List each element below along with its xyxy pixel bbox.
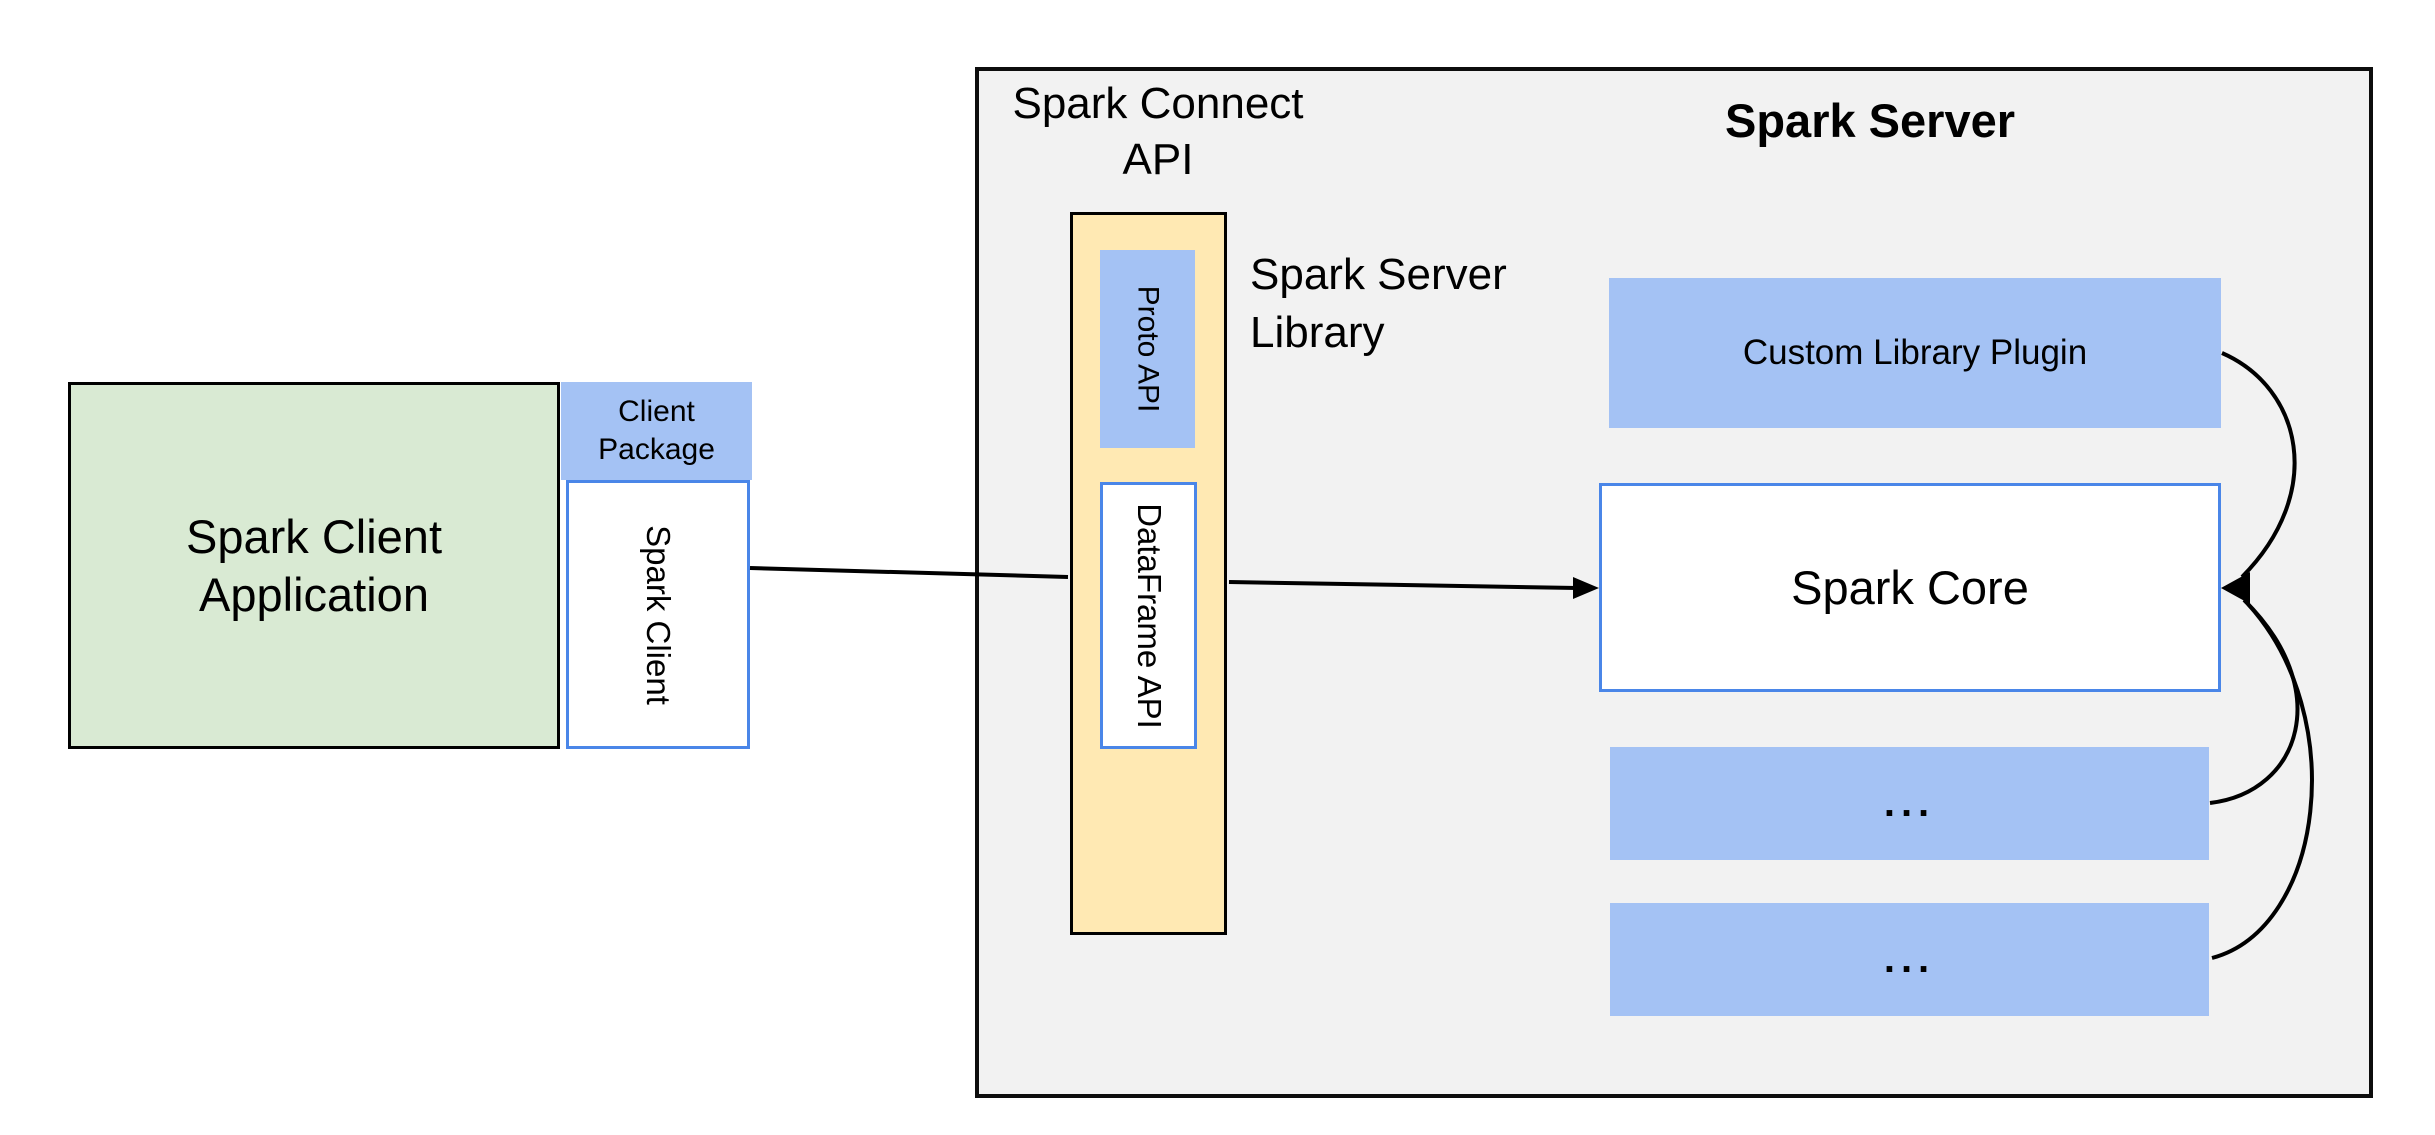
spark-core-label: Spark Core bbox=[1791, 561, 2029, 614]
client-package-label-line1: Client bbox=[618, 395, 695, 428]
custom-library-plugin-box: Custom Library Plugin bbox=[1609, 278, 2221, 428]
plugin-slot-1-box: ... bbox=[1610, 747, 2209, 860]
plugin-slot-1-label: ... bbox=[1883, 781, 1936, 825]
spark-connect-api-title-line2: API bbox=[1122, 135, 1194, 184]
spark-server-library-label-line2: Library bbox=[1250, 308, 1385, 357]
spark-server-library-label: Spark Server Library bbox=[1250, 246, 1610, 362]
client-package-box: Client Package bbox=[561, 382, 752, 480]
spark-connect-api-title-line1: Spark Connect bbox=[1012, 79, 1304, 128]
proto-api-label: Proto API bbox=[1131, 285, 1165, 413]
plugin-slot-2-box: ... bbox=[1610, 903, 2209, 1016]
spark-client-application-label-line2: Application bbox=[199, 567, 429, 621]
spark-connect-api-title: Spark Connect API bbox=[978, 76, 1338, 188]
spark-client-application-label-line1: Spark Client bbox=[186, 509, 442, 563]
spark-client-application-label: Spark Client Application bbox=[186, 508, 442, 624]
client-package-label-line2: Package bbox=[598, 433, 715, 466]
dataframe-api-box: DataFrame API bbox=[1100, 482, 1197, 749]
custom-library-plugin-label: Custom Library Plugin bbox=[1742, 333, 2088, 372]
spark-client-application-box: Spark Client Application bbox=[68, 382, 560, 749]
spark-core-box: Spark Core bbox=[1599, 483, 2221, 692]
spark-server-library-label-line1: Spark Server bbox=[1250, 250, 1507, 299]
plugin-slot-2-label: ... bbox=[1883, 937, 1936, 981]
spark-client-label: Spark Client bbox=[640, 524, 677, 705]
spark-client-box: Spark Client bbox=[566, 480, 750, 749]
spark-server-title: Spark Server bbox=[1725, 94, 2016, 147]
proto-api-box: Proto API bbox=[1100, 250, 1195, 448]
dataframe-api-label: DataFrame API bbox=[1130, 502, 1168, 729]
